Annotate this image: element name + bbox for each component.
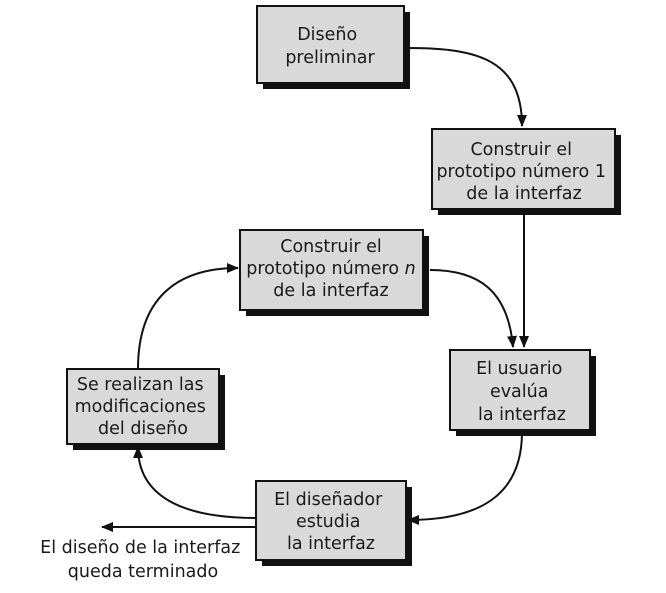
box-prototipo-n-italic-n: n <box>405 259 416 279</box>
box-disenador-estudia-line-3: la interfaz <box>287 534 375 554</box>
box-usuario-evalua: El usuario evalúa la interfaz <box>449 349 596 436</box>
box-diseno-preliminar: Diseño preliminar <box>256 5 410 89</box>
box-prototipo-1-line-2: prototipo número 1 <box>436 162 606 182</box>
arrow-evalua-to-estudia <box>407 431 523 525</box>
box-usuario-evalua-line-1: El usuario <box>476 359 562 379</box>
box-prototipo-1-line-1: Construir el <box>470 140 572 160</box>
box-disenador-estudia-line-2: estudia <box>296 512 361 532</box>
svg-text:Construir el prototipo n: Construir el prototipo número 1 de la in… <box>436 140 611 204</box>
box-prototipo-n-line-2: prototipo número <box>246 259 399 279</box>
box-prototipo-n-line-1: Construir el <box>280 237 382 257</box>
exit-label-line-1: El diseño de la interfaz <box>40 538 240 558</box>
arrow-preliminar-to-prototipo-1 <box>404 47 527 127</box>
box-disenador-estudia: El diseñador estudia la interfaz <box>255 480 412 566</box>
box-modificaciones-line-2: modificaciones <box>75 397 206 417</box>
exit-label: El diseño de la interfaz queda terminado <box>40 538 246 582</box>
box-modificaciones-line-1: Se realizan las <box>77 375 204 395</box>
box-prototipo-n: Construir el prototipo número n de la in… <box>239 229 429 316</box>
arrow-modificaciones-to-prototipo-n <box>137 263 239 370</box>
box-usuario-evalua-line-3: la interfaz <box>478 405 566 425</box>
svg-text:El diseño de la interfaz: El diseño de la interfaz queda terminado <box>40 538 246 582</box>
svg-text:El usuario evalúa: El usuario evalúa la interfaz <box>476 359 568 425</box>
arrow-prototipo-n-to-evalua <box>429 269 518 348</box>
box-prototipo-1-line-3: de la interfaz <box>466 184 581 204</box>
svg-text:Diseño preliminar: Diseño preliminar <box>285 25 375 68</box>
box-prototipo-1: Construir el prototipo número 1 de la in… <box>431 128 621 215</box>
svg-text:prototipo número n: prototipo número n <box>246 259 415 279</box>
svg-text:Se realizan las modifica: Se realizan las modificaciones del diseñ… <box>75 375 212 439</box>
svg-text:El diseñador estudia: El diseñador estudia la interfaz <box>274 490 388 554</box>
svg-text:de la interfaz: de la interfaz <box>273 281 388 301</box>
box-diseno-preliminar-line-1: Diseño <box>297 25 357 45</box>
box-prototipo-n-line-3: de la interfaz <box>273 281 388 301</box>
box-modificaciones: Se realizan las modificaciones del diseñ… <box>66 368 225 450</box>
box-modificaciones-line-3: del diseño <box>98 419 188 439</box>
svg-text:Construir el: Construir el <box>280 237 382 257</box>
box-diseno-preliminar-line-2: preliminar <box>285 48 375 68</box>
arrow-estudia-to-modificaciones <box>133 446 257 519</box>
exit-label-line-2: queda terminado <box>68 562 218 582</box>
arrows <box>101 47 529 532</box>
box-disenador-estudia-line-1: El diseñador <box>274 490 383 510</box>
box-usuario-evalua-line-2: evalúa <box>490 382 549 402</box>
